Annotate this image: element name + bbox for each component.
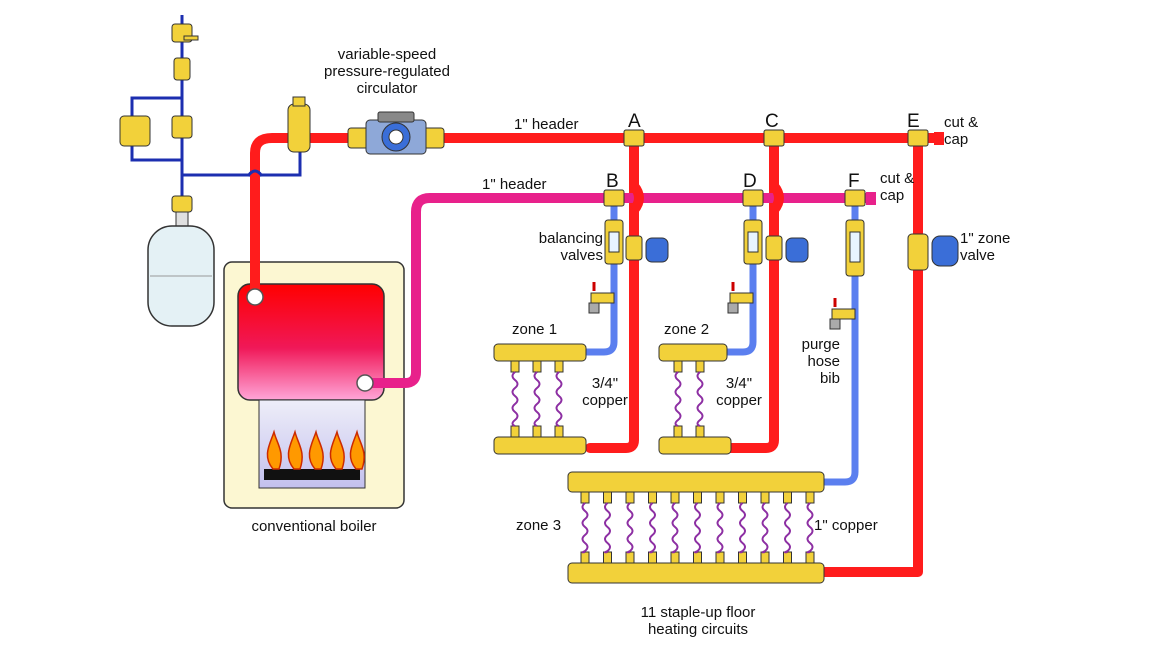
zone-valve-line2: valve <box>960 247 996 264</box>
zone-valve-line1: 1" zone <box>960 230 1011 247</box>
zone3-circuit-tube <box>761 502 769 554</box>
supply-header-label: 1" header <box>514 116 579 133</box>
purge-line3: bib <box>819 370 840 387</box>
zone3-circuit-tube <box>806 502 814 554</box>
supply-caps <box>934 132 944 145</box>
zone3-return-port <box>625 551 635 564</box>
zone3-return-port <box>648 551 657 564</box>
zone3-supply-port <box>648 491 657 504</box>
zone1-label: zone 1 <box>512 321 558 338</box>
zone3-circuit-tube <box>739 502 746 554</box>
zone3-supply-port <box>693 491 702 504</box>
zone3-return-port <box>603 551 612 564</box>
cut-cap-e-label: cut & cap <box>944 114 978 148</box>
purge-line1: purge <box>801 336 840 353</box>
zone3-circuit-loops <box>580 491 815 564</box>
zone3-return-port <box>670 551 680 564</box>
zone3-circuit-tube <box>581 502 589 554</box>
zone3-circuit-tube <box>626 502 634 554</box>
tee-f-label: F <box>848 171 860 192</box>
fill-assembly <box>119 15 302 230</box>
zone3-circuit-tube <box>784 502 791 554</box>
zone3-return-port <box>693 551 702 564</box>
zone3-supply-port <box>738 491 747 504</box>
zone-valve-label: 1" zone valve <box>960 230 1010 264</box>
zone3-circuit-tube <box>694 502 701 554</box>
conventional-boiler <box>223 261 405 509</box>
purge-hose-bibs <box>588 282 856 330</box>
purge-line2: hose <box>807 353 840 370</box>
cut-cap-e-line1: cut & <box>944 114 979 131</box>
purge-hose-bib-label: purge hose bib <box>794 336 840 387</box>
copper2-label: 3/4" copper <box>709 375 769 409</box>
circuits-line1: 11 staple-up floor <box>640 604 756 621</box>
burner-flames <box>266 429 365 470</box>
air-separator <box>287 96 311 153</box>
zone3-circuit-tube <box>716 502 724 554</box>
zone3-return-port <box>783 551 792 564</box>
balancing-valves-line1: balancing <box>538 230 603 247</box>
zone-valves <box>625 233 959 271</box>
cut-cap-f-line1: cut & <box>880 170 915 187</box>
zone3-supply-port <box>715 491 725 504</box>
zone3-return-port <box>760 551 770 564</box>
copper1-line2: copper <box>582 392 628 409</box>
zone3-supply-port <box>625 491 635 504</box>
zone3-return-port <box>580 551 590 564</box>
cut-cap-e-line2: cap <box>944 131 969 148</box>
return-header-label: 1" header <box>482 176 547 193</box>
return-caps <box>866 192 876 205</box>
circulator-label: variable-speed pressure-regulated circul… <box>312 46 462 97</box>
return-piping <box>367 193 873 388</box>
copper1-line1: 3/4" <box>591 375 619 392</box>
zone3-supply-port <box>670 491 680 504</box>
cut-cap-f-label: cut & cap <box>880 170 914 204</box>
crossover-hops <box>629 182 784 214</box>
copper2-line2: copper <box>716 392 762 409</box>
balancing-valves-label: balancing valves <box>531 230 603 264</box>
circulator-label-line1: variable-speed <box>337 46 437 63</box>
zone3-supply-port <box>580 491 590 504</box>
zone3-circuit-tube <box>671 502 679 554</box>
zone-return-piping <box>581 201 859 486</box>
zone3-label: zone 3 <box>516 517 562 534</box>
balancing-valves <box>604 219 865 277</box>
manifold-zone3 <box>567 471 825 584</box>
zone2-label: zone 2 <box>664 321 710 338</box>
zone3-return-port <box>738 551 747 564</box>
copper2-line1: 3/4" <box>725 375 753 392</box>
zone3-supply-port <box>603 491 612 504</box>
boiler-label: conventional boiler <box>251 518 377 535</box>
circuits-line2: heating circuits <box>647 621 749 638</box>
zone3-return-port <box>805 551 815 564</box>
tee-b-label: B <box>606 171 619 192</box>
zone3-supply-port <box>805 491 815 504</box>
balancing-valves-line2: valves <box>560 247 603 264</box>
circulator-label-line3: circulator <box>356 80 418 97</box>
copper3-label: 1" copper <box>814 517 878 534</box>
circuits-label: 11 staple-up floor heating circuits <box>598 604 798 638</box>
zone3-circuit-tube <box>649 502 656 554</box>
copper1-label: 3/4" copper <box>575 375 635 409</box>
tees <box>603 129 929 207</box>
zone3-return-port <box>715 551 725 564</box>
tee-d-label: D <box>743 171 757 192</box>
zone3-circuit-tube <box>604 502 611 554</box>
expansion-tank <box>147 211 215 327</box>
manifold-zone2 <box>658 343 732 455</box>
zone3-supply-port <box>760 491 770 504</box>
tee-a-label: A <box>628 111 641 132</box>
circulator-label-line2: pressure-regulated <box>324 63 450 80</box>
manifold-zone1 <box>493 343 587 455</box>
tee-e-label: E <box>907 111 920 132</box>
cut-cap-f-line2: cap <box>880 187 905 204</box>
circulator <box>347 111 445 155</box>
zone3-supply-port <box>783 491 792 504</box>
tee-c-label: C <box>765 111 779 132</box>
